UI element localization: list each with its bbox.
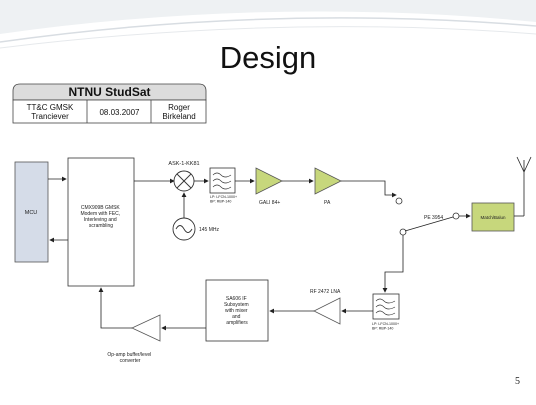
modem-label-line: Interleving and	[84, 217, 117, 223]
tx-filter-symbol	[209, 167, 236, 194]
modem-label: CMX909B GMSK Modem with FEC, Interleving…	[80, 205, 121, 229]
lna-amplifier-symbol	[313, 297, 341, 325]
modem-label-line: CMX909B GMSK	[81, 205, 121, 211]
match-balun-block	[471, 202, 515, 232]
modem-block	[67, 157, 135, 287]
tx-filter-label-line: BP: RBP-140	[210, 200, 231, 204]
document-title: TT&C GMSK Tranciever	[14, 101, 86, 123]
if-subsystem-label-line: Subsystem	[224, 302, 249, 308]
oscillator-label: 145 MHz	[199, 227, 220, 233]
opamp-to-modem-line	[98, 287, 132, 329]
if-subsystem-label-line: SA606 IF	[226, 296, 247, 302]
switch-label: PE 3954	[424, 215, 443, 221]
title-block-frame	[12, 83, 207, 124]
rx-filter-label-line: BP: RBP-140	[372, 327, 393, 331]
modem-label-line: Modem with FEC,	[80, 211, 120, 217]
lna-label: RF 2472 LNA	[310, 289, 341, 295]
if-subsystem-block	[205, 279, 269, 342]
mcu-block	[14, 161, 49, 263]
antenna-icon	[514, 156, 532, 217]
opamp-label-line: Op-amp buffer/level	[107, 352, 151, 358]
oscillator-symbol	[172, 217, 196, 241]
mixer-symbol	[173, 170, 195, 192]
document-author: Roger Birkeland	[162, 103, 196, 121]
switch-port-common	[452, 212, 460, 220]
pa-amplifier-symbol	[314, 167, 342, 195]
opamp-label-line: converter	[120, 358, 141, 364]
switch-port-tx	[395, 197, 403, 205]
page-number: 5	[515, 376, 520, 387]
project-name: NTNU StudSat	[68, 84, 151, 99]
modem-label-line: scrambling	[89, 223, 113, 229]
slide-title: Design	[219, 40, 317, 75]
document-date: 08.03.2007	[99, 107, 140, 117]
if-subsystem-label: SA606 IF Subsystem with mixer and amplif…	[224, 296, 250, 326]
gali-amplifier-symbol	[255, 167, 283, 195]
document-title-line2: Tranciever	[31, 112, 69, 121]
switch-arm	[404, 216, 454, 232]
pa-label: PA	[324, 200, 331, 206]
switch-to-rx-filter-line	[382, 235, 404, 293]
opamp-label: Op-amp buffer/level converter	[107, 352, 152, 364]
mixer-label: ASK-1-KK81	[168, 161, 199, 167]
tx-filter-label-line: LP: LFCN-1000+	[210, 195, 237, 199]
if-subsystem-label-line: with mixer	[225, 308, 248, 314]
mcu-label: MCU	[25, 210, 38, 216]
switch-port-rx	[399, 228, 407, 236]
tx-filter-label: LP: LFCN-1000+ BP: RBP-140	[210, 195, 238, 204]
gali-label: GALI 84+	[259, 200, 280, 206]
rx-filter-label: LP: LFCN-1000+ BP: RBP-140	[372, 322, 400, 331]
if-subsystem-label-line: amplifiers	[226, 320, 248, 326]
match-balun-label: Match/Balun	[480, 215, 506, 220]
pa-to-switch-line	[341, 180, 397, 198]
opamp-symbol	[131, 314, 161, 342]
rx-filter-symbol	[372, 293, 400, 320]
title-block: NTNU StudSat TT&C GMSK Tranciever 08.03.…	[12, 83, 207, 124]
if-subsystem-label-line: and	[232, 314, 241, 320]
rx-filter-label-line: LP: LFCN-1000+	[372, 322, 399, 326]
document-title-line1: TT&C GMSK	[26, 103, 74, 112]
